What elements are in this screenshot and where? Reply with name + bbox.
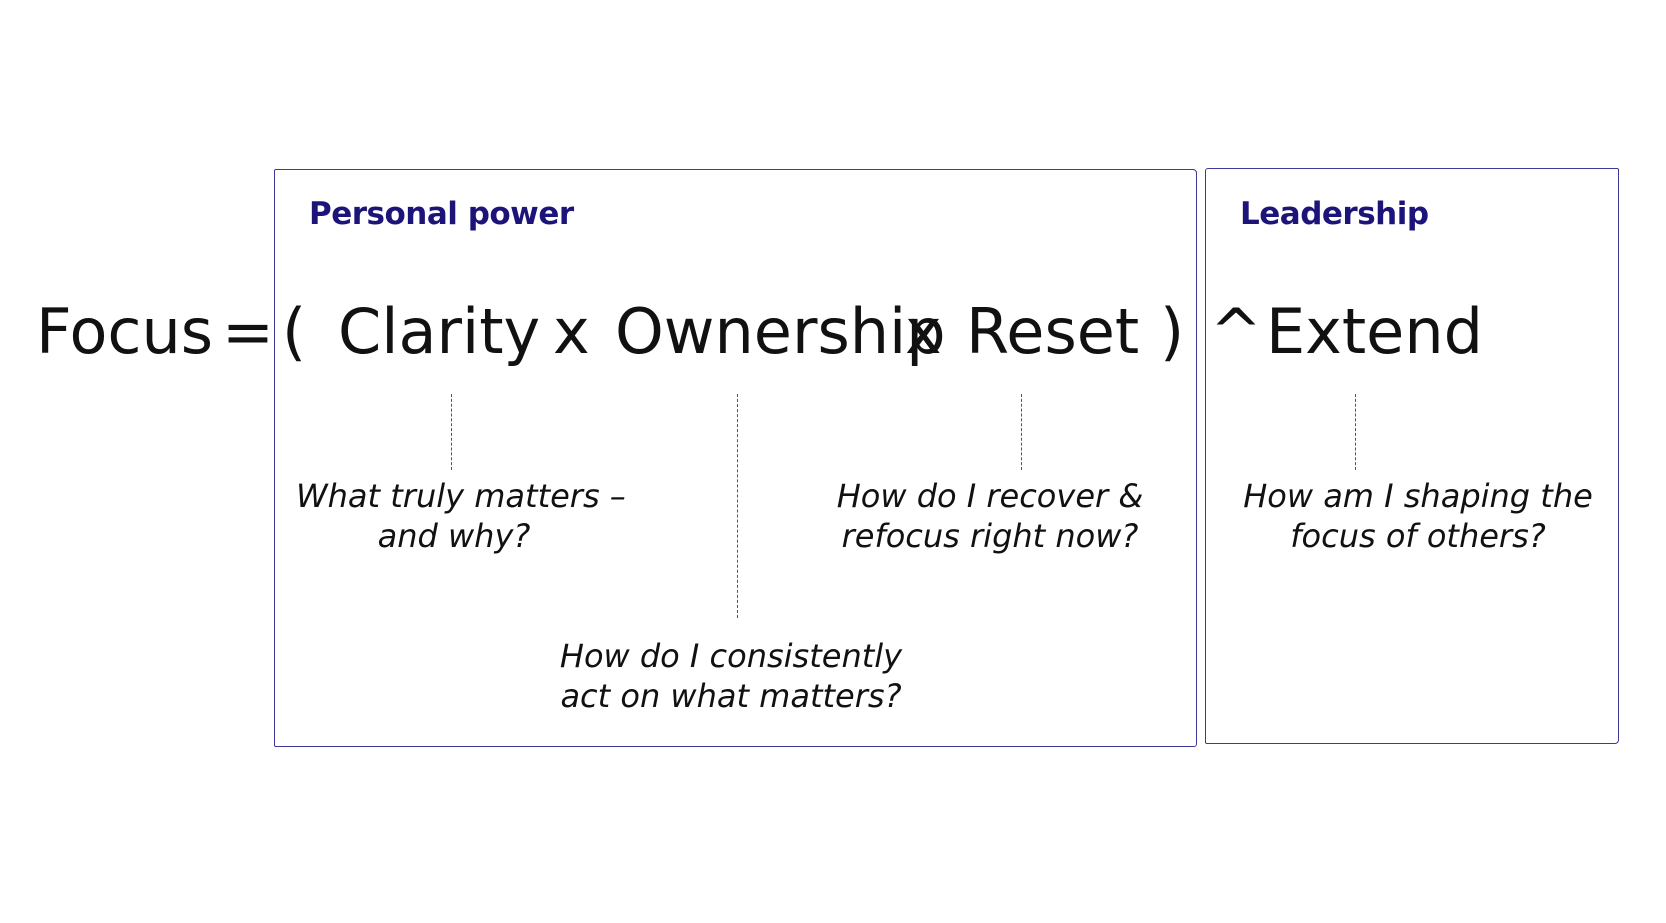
- formula-times-2: x: [905, 295, 942, 368]
- extend-question-line-1: How am I shaping the: [1243, 477, 1593, 515]
- ownership-question-line-2: act on what matters?: [560, 677, 902, 715]
- reset-question-line-1: How do I recover &: [836, 477, 1144, 515]
- formula-reset: Reset: [966, 295, 1140, 368]
- clarity-question-line-2: and why?: [377, 517, 531, 555]
- ownership-question: How do I consistently act on what matter…: [531, 636, 931, 716]
- formula-times-1: x: [553, 295, 590, 368]
- reset-question-line-2: refocus right now?: [841, 517, 1139, 555]
- formula-equals: =: [222, 295, 274, 368]
- personal-power-title: Personal power: [309, 196, 574, 232]
- clarity-connector: [451, 394, 452, 470]
- personal-power-box: [274, 169, 1197, 747]
- formula-power: ^: [1210, 295, 1262, 368]
- reset-question: How do I recover & refocus right now?: [818, 476, 1162, 556]
- ownership-connector: [737, 394, 738, 618]
- formula-close-paren: ): [1160, 295, 1185, 368]
- formula-open-paren: (: [282, 295, 307, 368]
- extend-connector: [1355, 394, 1356, 470]
- leadership-title: Leadership: [1240, 196, 1429, 232]
- formula-ownership: Ownership: [615, 295, 946, 368]
- extend-question: How am I shaping the focus of others?: [1222, 476, 1614, 556]
- clarity-question-line-1: What truly matters –: [296, 477, 626, 515]
- extend-question-line-2: focus of others?: [1290, 517, 1546, 555]
- reset-connector: [1021, 394, 1022, 470]
- leadership-box: [1205, 168, 1619, 744]
- clarity-question: What truly matters – and why?: [296, 476, 626, 556]
- formula-extend: Extend: [1266, 295, 1483, 368]
- formula-clarity: Clarity: [338, 295, 541, 368]
- ownership-question-line-1: How do I consistently: [559, 637, 903, 675]
- formula-focus: Focus: [36, 295, 214, 368]
